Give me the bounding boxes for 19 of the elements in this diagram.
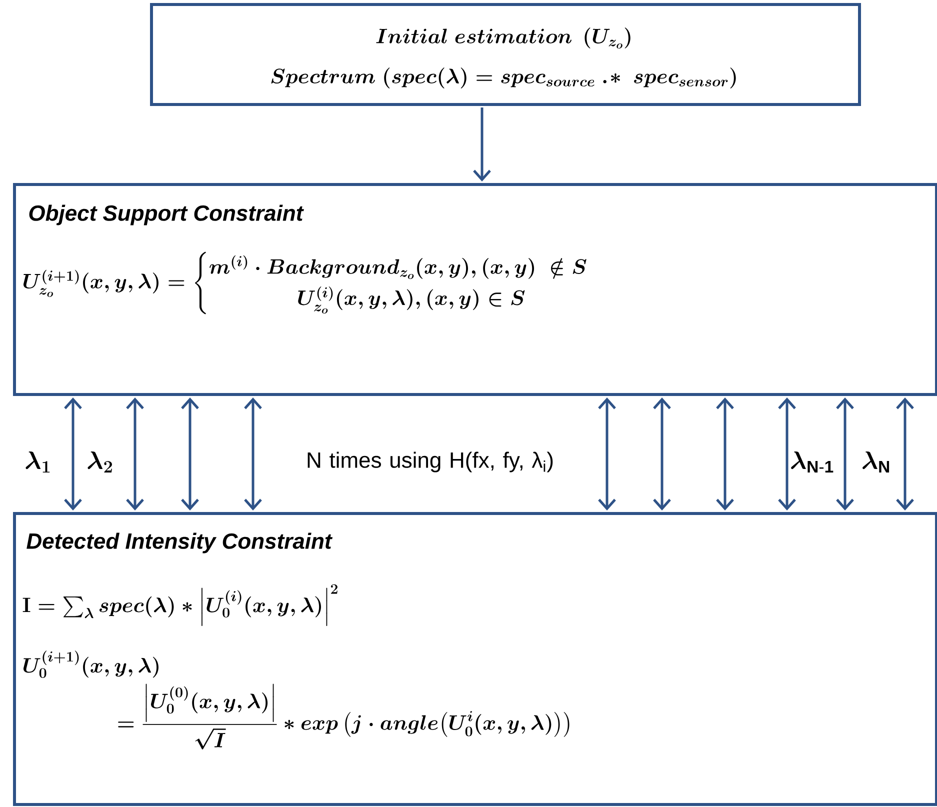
wavelength-label: $\lambda_{\mathrm{N\text{-}1}}$ (791, 452, 834, 473)
note-text: N times using H(fx, fy, λ$_{i}$) (308, 452, 553, 472)
formula-box: Detected Intensity Constraint $\mathbf{I} = \sum_\lambda spec(\lambda) * \left|U_0^{(i)}(x,y,\lambda)\right|^2$ $\begin{aligned} & U_0^{(i+1)}(x,y,\lambda) \\ & \qquad\qquad = \dfrac{\left|U_0^{(0)}(x,y,\lambda)\right|}{\sqrt{I}} * exp\left(j\cdot angle\big(U_0^{i}(x,y,\lambda)\big)\right)\end{aligned}$ (13, 512, 937, 806)
arrow (778, 398, 796, 511)
arrow (244, 398, 262, 511)
arrow (181, 398, 199, 511)
wavelength-label: $\lambda_{1}$ (26, 452, 50, 473)
arrow (473, 108, 491, 182)
arrow (126, 398, 144, 511)
wavelength-label: $\lambda_{\mathrm{N}}$ (862, 452, 890, 473)
formula-box: Object Support Constraint $U_{z_o}^{(i+1)}(x,y,\lambda) = \begin{cases} m^{(i)}\cdot Background_{z_o}(x,y),(x,y)\ \notin S \\ \qquad\qquad U_{z_o}^{(i)}(x,y,\lambda),(x,y)\in S\end{cases}$ (13, 183, 937, 396)
arrow (836, 398, 854, 511)
arrow (64, 398, 82, 511)
wavelength-label: $\lambda_{2}$ (88, 452, 112, 473)
arrow (598, 398, 616, 511)
arrow (716, 398, 734, 511)
arrow (896, 398, 914, 511)
formula-box: $Initial\ estimation\ \left(U_{z_o}\right)$ $Spectrum\ (spec(\lambda) = spec_{source}\ .\!*\ spec_{sensor})$ (150, 3, 861, 106)
arrow (653, 398, 671, 511)
